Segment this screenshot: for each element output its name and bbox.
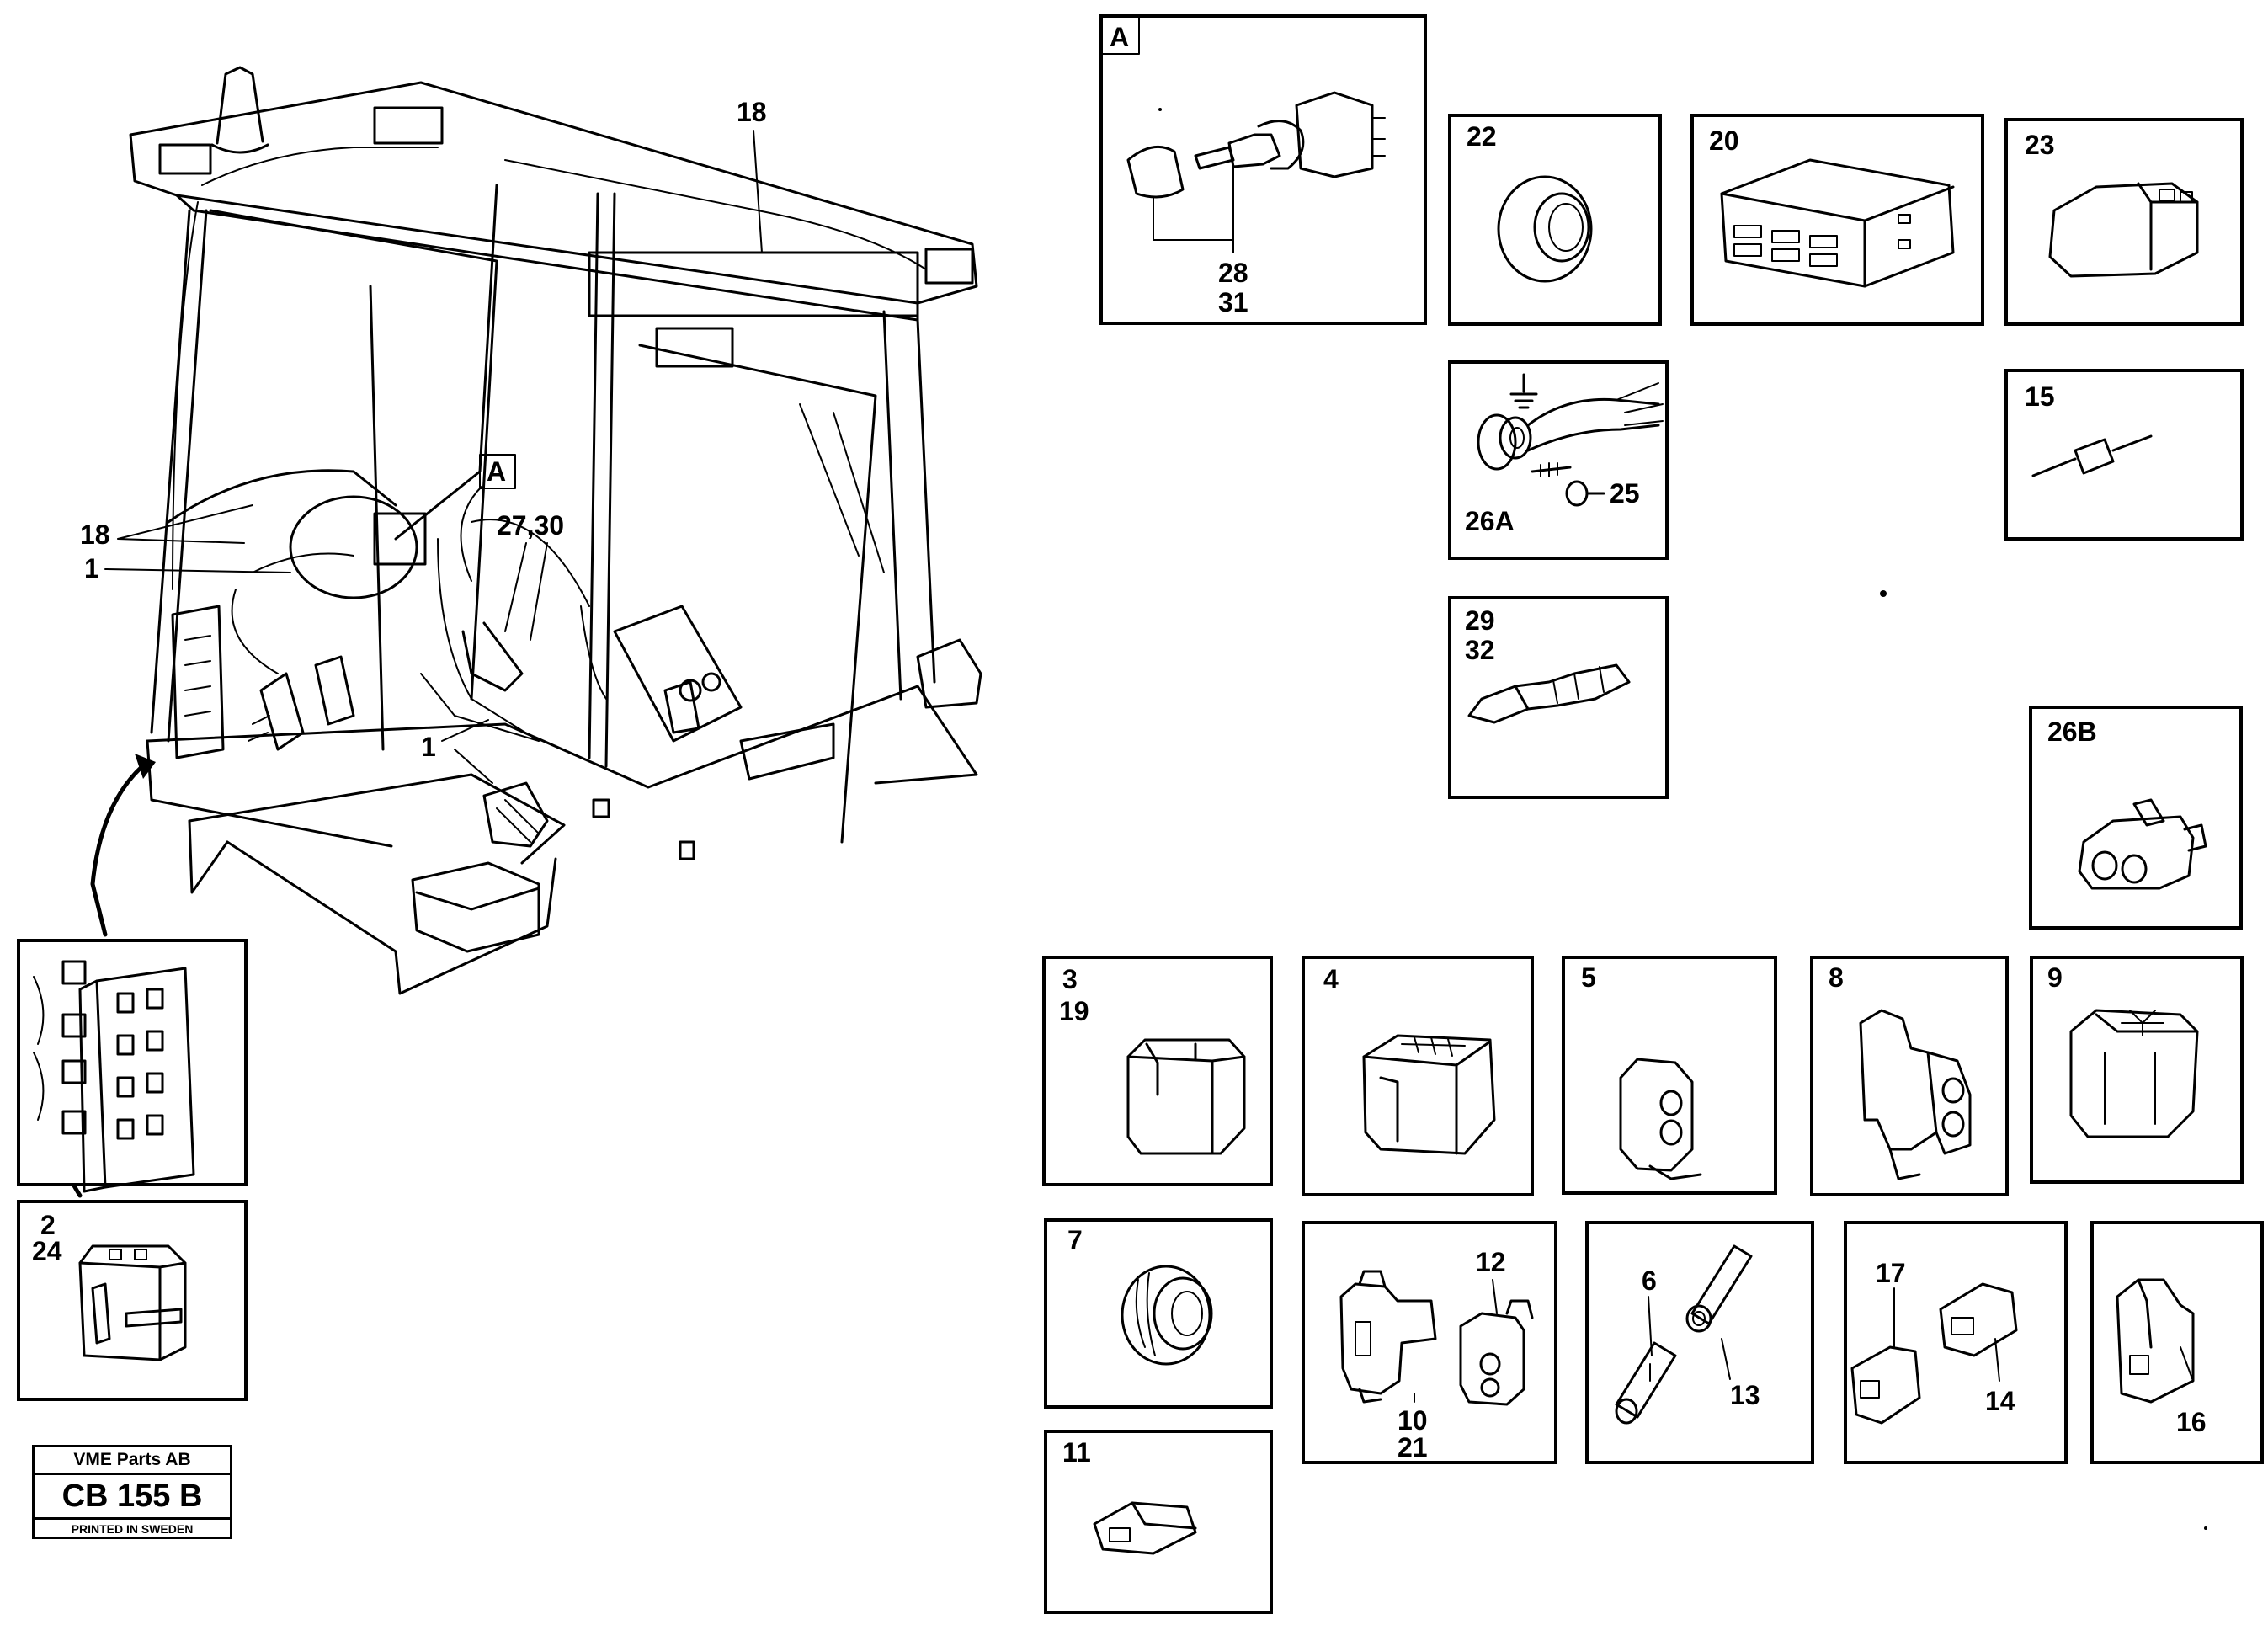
panel-6-label: 6 bbox=[1642, 1265, 1657, 1296]
panel-6: 6 13 bbox=[1585, 1221, 1814, 1464]
panel-22-label: 22 bbox=[1467, 121, 1497, 152]
callout-2: 2 bbox=[40, 1210, 56, 1240]
panel-9-label: 9 bbox=[2047, 962, 2063, 993]
panel-17: 17 14 bbox=[1844, 1221, 2068, 1464]
panel-a: A 28 31 bbox=[1099, 14, 1427, 325]
panel-7: 7 bbox=[1044, 1218, 1273, 1409]
callout-1-bottom: 1 bbox=[421, 732, 436, 762]
panel-11: 11 bbox=[1044, 1430, 1273, 1614]
tag-code: CB 155 B bbox=[35, 1475, 230, 1520]
panel-17-label: 17 bbox=[1876, 1258, 1906, 1288]
panel-4: 4 bbox=[1302, 956, 1534, 1196]
panel-16: 16 bbox=[2090, 1221, 2264, 1464]
detail-arrow bbox=[90, 759, 150, 937]
panel-3-19: 19 bbox=[1059, 996, 1089, 1026]
panel-26a-label: 26A bbox=[1465, 506, 1515, 536]
ground-symbol-icon bbox=[1509, 373, 1538, 409]
panel-26b: 26B bbox=[2029, 706, 2243, 930]
panel-26a-25: 25 bbox=[1610, 478, 1640, 509]
panel-26a: 25 26A bbox=[1448, 360, 1669, 560]
relay-detail: 2 24 bbox=[17, 1200, 248, 1401]
panel-5: 5 bbox=[1562, 956, 1777, 1195]
panel-7-label: 7 bbox=[1067, 1225, 1083, 1255]
panel-6-13: 13 bbox=[1730, 1380, 1760, 1410]
panel-29-32: 32 bbox=[1465, 635, 1495, 665]
panel-17-14: 14 bbox=[1985, 1386, 2015, 1416]
panel-22: 22 bbox=[1448, 114, 1662, 326]
panel-10: 12 10 21 bbox=[1302, 1221, 1557, 1464]
callout-27-30: 27,30 bbox=[497, 510, 564, 541]
panel-20-label: 20 bbox=[1709, 125, 1739, 156]
panel-29: 29 32 bbox=[1448, 596, 1669, 799]
panel-10-21: 21 bbox=[1398, 1432, 1428, 1463]
panel-4-label: 4 bbox=[1323, 964, 1339, 994]
callout-24: 24 bbox=[32, 1236, 62, 1266]
callout-a-box bbox=[479, 454, 516, 489]
panel-a-31: 31 bbox=[1218, 287, 1248, 317]
fusebox-detail bbox=[17, 939, 248, 1193]
tag-printed: PRINTED IN SWEDEN bbox=[71, 1522, 194, 1536]
panel-3: 3 19 bbox=[1042, 956, 1273, 1186]
panel-a-tag: A bbox=[1110, 22, 1129, 52]
panel-15: 15 bbox=[2004, 369, 2244, 541]
callout-a-main: A bbox=[487, 456, 506, 487]
panel-26b-label: 26B bbox=[2047, 717, 2097, 747]
cab-illustration bbox=[129, 66, 982, 995]
panel-23: 23 bbox=[2004, 118, 2244, 326]
panel-10-label: 10 bbox=[1398, 1405, 1428, 1436]
panel-8-label: 8 bbox=[1829, 962, 1844, 993]
tag-company: VME Parts AB bbox=[35, 1447, 230, 1475]
panel-20: 20 bbox=[1690, 114, 1984, 326]
arrow-head-icon bbox=[135, 754, 156, 779]
panel-29-label: 29 bbox=[1465, 605, 1495, 636]
panel-8: 8 bbox=[1810, 956, 2009, 1196]
panel-a-28: 28 bbox=[1218, 258, 1248, 288]
panel-3-label: 3 bbox=[1062, 964, 1078, 994]
panel-15-label: 15 bbox=[2025, 381, 2055, 412]
panel-23-label: 23 bbox=[2025, 130, 2055, 160]
callout-1-left: 1 bbox=[84, 553, 99, 583]
catalog-tag: VME Parts AB CB 155 B PRINTED IN SWEDEN bbox=[32, 1445, 232, 1539]
panel-9: 9 bbox=[2030, 956, 2244, 1184]
panel-11-label: 11 bbox=[1062, 1437, 1091, 1468]
panel-16-label: 16 bbox=[2176, 1407, 2207, 1437]
panel-10-12: 12 bbox=[1476, 1247, 1506, 1277]
callout-18-top: 18 bbox=[737, 97, 767, 127]
callout-18-left: 18 bbox=[80, 519, 110, 550]
panel-5-label: 5 bbox=[1581, 962, 1596, 993]
